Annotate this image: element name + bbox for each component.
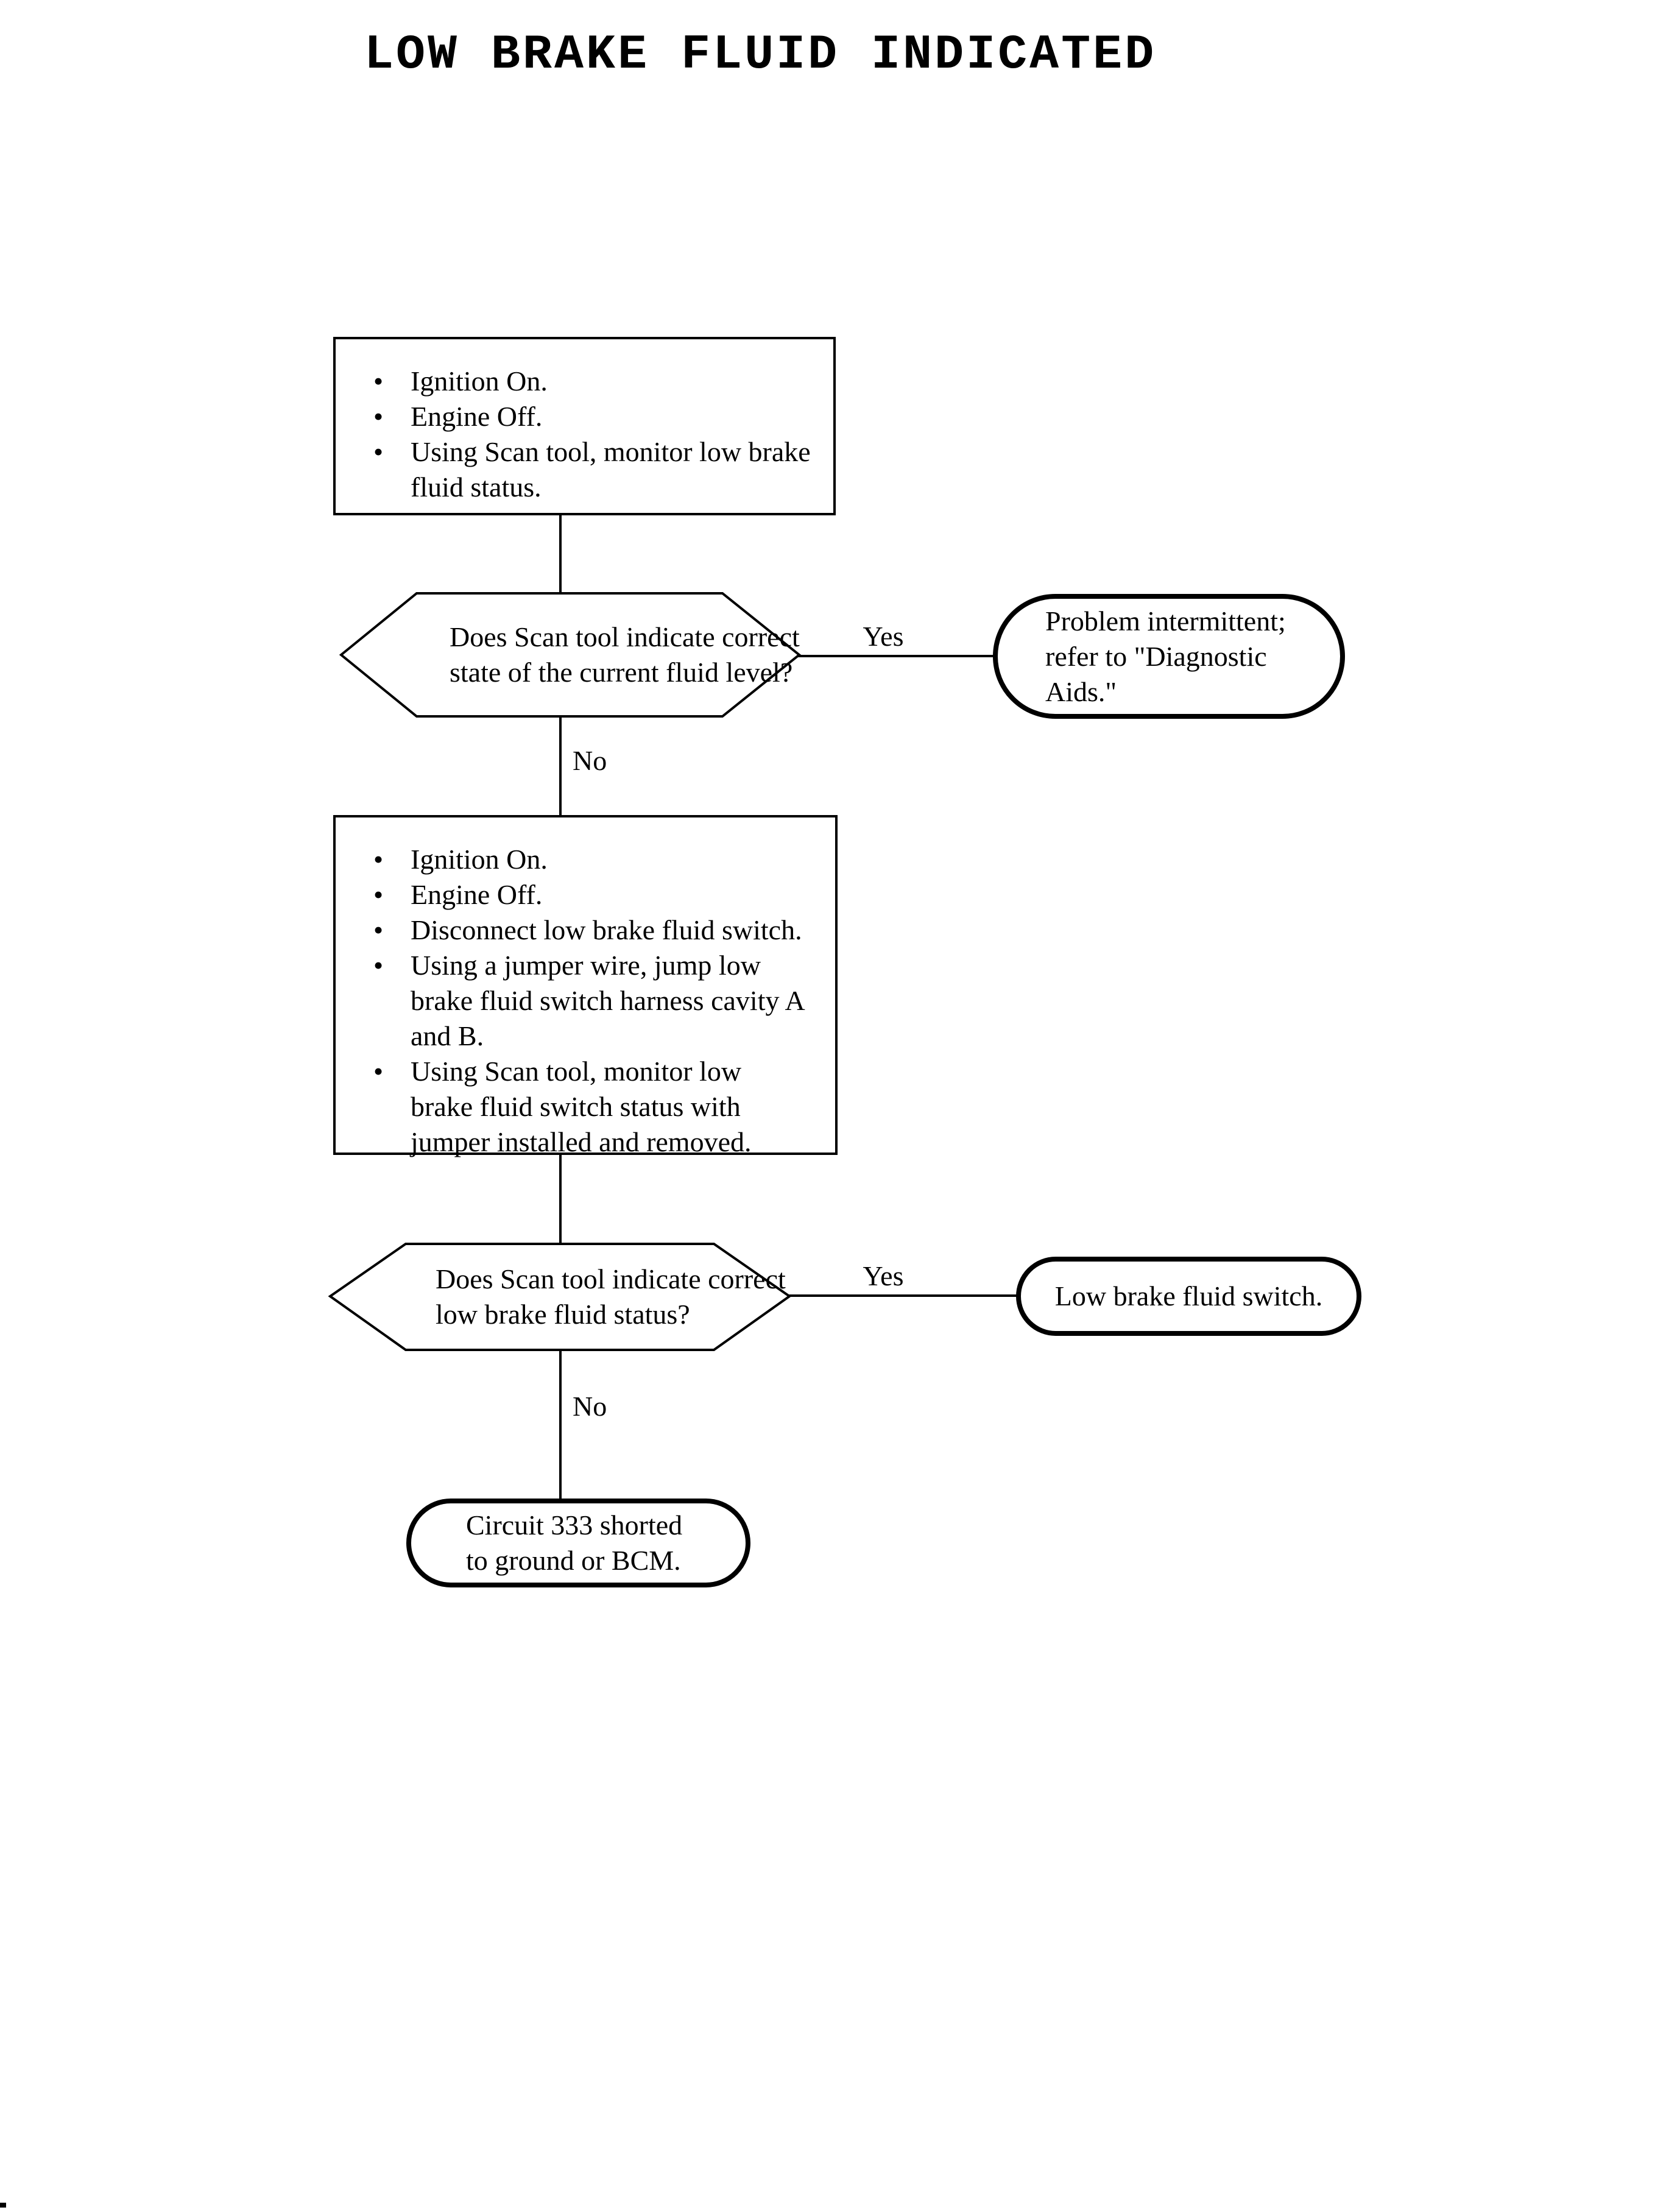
connector-step1-decision1: [559, 514, 562, 593]
step1-process-box: • Ignition On. • Engine Off. • Using Sca…: [333, 337, 836, 515]
step2-item-2: Engine Off.: [411, 879, 543, 910]
terminal-problem-intermittent: Problem intermittent; refer to "Diagnost…: [993, 594, 1345, 719]
decision2-text: Does Scan tool indicate correct low brak…: [436, 1263, 786, 1330]
bullet-icon: •: [373, 879, 384, 910]
terminal-circuit-333: Circuit 333 shorted to ground or BCM.: [406, 1499, 750, 1587]
page-title: LOW BRAKE FLUID INDICATED: [364, 27, 1157, 83]
list-item: • Ignition On.: [336, 842, 823, 877]
list-item: • Engine Off.: [336, 877, 823, 913]
decision1-no-label: No: [573, 745, 607, 776]
step1-item-3: Using Scan tool, monitor low brake fluid…: [411, 436, 811, 503]
connector-decision1-step2: [559, 715, 562, 815]
edge-decision2-yes: [788, 1294, 1018, 1297]
decision1-text: Does Scan tool indicate correct state of…: [450, 621, 800, 688]
list-item: • Ignition On.: [336, 364, 821, 399]
connector-decision2-terminal3: [559, 1349, 562, 1500]
step2-process-box: • Ignition On. • Engine Off. • Disconnec…: [333, 815, 838, 1157]
list-item: • Using Scan tool, monitor low brake flu…: [336, 1054, 823, 1160]
bullet-icon: •: [373, 365, 384, 397]
decision2-no-label: No: [573, 1391, 607, 1422]
list-item: • Disconnect low brake fluid switch.: [336, 913, 823, 948]
step1-item-1: Ignition On.: [411, 365, 548, 397]
connector-step2-decision2: [559, 1154, 562, 1244]
decision1-hexagon: Does Scan tool indicate correct state of…: [339, 592, 802, 718]
bullet-icon: •: [373, 1056, 384, 1087]
bullet-icon: •: [373, 950, 384, 981]
list-item: • Using Scan tool, monitor low brake flu…: [336, 434, 821, 505]
step1-bullet-list: • Ignition On. • Engine Off. • Using Sca…: [336, 364, 821, 505]
step2-item-4: Using a jumper wire, jump low brake flui…: [411, 950, 805, 1051]
step2-item-5: Using Scan tool, monitor low brake fluid…: [411, 1056, 752, 1157]
step2-bullet-list: • Ignition On. • Engine Off. • Disconnec…: [336, 842, 823, 1160]
step2-item-1: Ignition On.: [411, 844, 548, 875]
terminal-low-brake-fluid-switch: Low brake fluid switch.: [1016, 1257, 1361, 1336]
decision1-yes-label: Yes: [863, 621, 904, 652]
scan-artifact: [0, 2203, 6, 2208]
edge-decision1-yes: [798, 655, 995, 657]
decision2-yes-label: Yes: [863, 1260, 904, 1291]
list-item: • Engine Off.: [336, 399, 821, 434]
list-item: • Using a jumper wire, jump low brake fl…: [336, 948, 823, 1054]
bullet-icon: •: [373, 844, 384, 875]
terminal2-text: Low brake fluid switch.: [1054, 1280, 1323, 1312]
decision2-hexagon: Does Scan tool indicate correct low brak…: [328, 1243, 792, 1351]
bullet-icon: •: [373, 401, 384, 432]
step2-item-3: Disconnect low brake fluid switch.: [411, 914, 802, 945]
bullet-icon: •: [373, 436, 384, 467]
bullet-icon: •: [373, 914, 384, 945]
step1-item-2: Engine Off.: [411, 401, 543, 432]
terminal3-text: Circuit 333 shorted to ground or BCM.: [466, 1509, 683, 1576]
terminal1-text: Problem intermittent; refer to "Diagnost…: [1045, 605, 1286, 707]
